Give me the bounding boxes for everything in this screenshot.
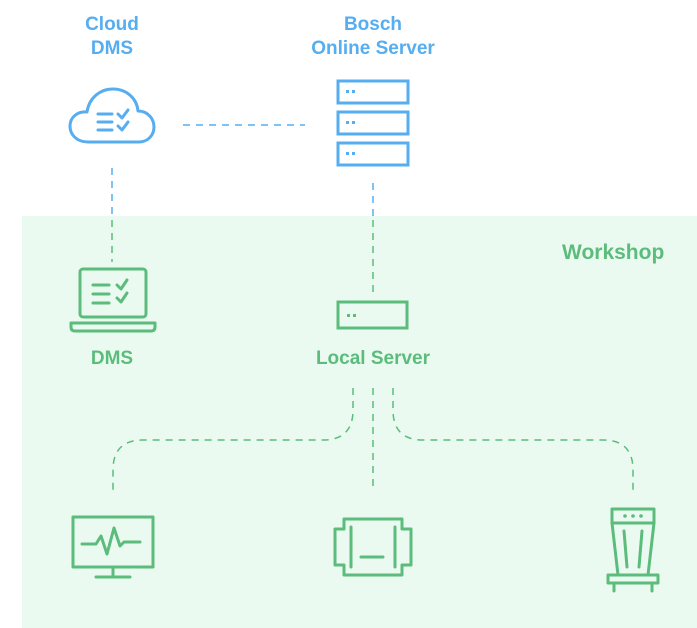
cloud-checklist-icon <box>68 87 156 144</box>
server-unit-icon <box>336 300 409 330</box>
bosch-server-label: Bosch Online Server <box>283 13 463 61</box>
link-local-left <box>112 388 354 492</box>
cloud-dms-label: Cloud DMS <box>62 13 162 61</box>
link-local-right <box>392 388 634 492</box>
server-rack-icon <box>336 79 410 167</box>
bosch-server-label-line2: Online Server <box>311 38 435 59</box>
cloud-dms-label-line2: DMS <box>90 38 134 59</box>
monitor-pulse-icon <box>71 515 155 579</box>
laptop-checklist-icon <box>69 267 157 333</box>
trolley-device-icon <box>606 507 660 593</box>
dms-label: DMS <box>90 348 134 369</box>
local-server-label: Local Server <box>315 348 431 369</box>
workshop-label: Workshop <box>562 241 665 264</box>
bosch-server-label-line1: Bosch <box>343 14 403 35</box>
cloud-dms-label-line1: Cloud <box>85 14 139 35</box>
workshop-zone <box>22 216 697 628</box>
interface-module-icon <box>333 517 413 577</box>
